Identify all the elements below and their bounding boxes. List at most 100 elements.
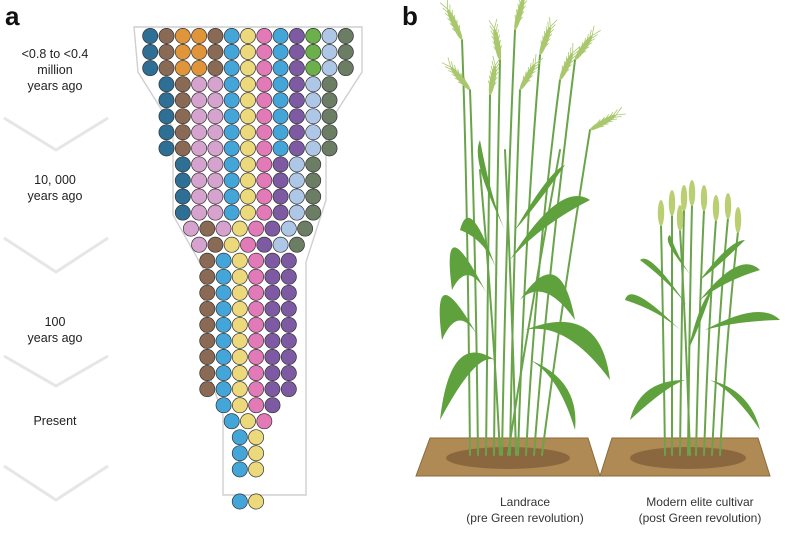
ear-body bbox=[450, 66, 471, 91]
awn bbox=[495, 29, 500, 40]
allele-circle bbox=[264, 397, 281, 414]
allele-circle bbox=[288, 108, 305, 125]
stem bbox=[461, 39, 471, 456]
allele-circle bbox=[174, 60, 191, 77]
ear-body bbox=[574, 35, 593, 61]
allele-circle bbox=[280, 381, 297, 398]
awn bbox=[447, 0, 449, 10]
allele-circle bbox=[305, 92, 322, 109]
allele-circle bbox=[223, 236, 240, 253]
allele-circle bbox=[248, 284, 265, 301]
awn bbox=[451, 9, 453, 20]
awn bbox=[493, 46, 500, 55]
wheat-ear bbox=[688, 180, 696, 206]
allele-circle bbox=[305, 60, 322, 77]
allele-circle bbox=[231, 429, 248, 446]
allele-circle bbox=[191, 60, 208, 77]
allele-circle bbox=[305, 124, 322, 141]
allele-circle bbox=[248, 252, 265, 269]
allele-circle bbox=[272, 156, 289, 173]
allele-circle bbox=[207, 156, 224, 173]
awn bbox=[565, 56, 567, 67]
awn bbox=[516, 9, 519, 20]
awn bbox=[460, 72, 464, 83]
allele-circle bbox=[337, 44, 354, 60]
wheat-ear bbox=[559, 42, 581, 81]
stem bbox=[525, 79, 561, 456]
allele-circle bbox=[280, 284, 297, 301]
awn bbox=[524, 71, 527, 82]
stem bbox=[469, 89, 479, 456]
allele-circle bbox=[215, 349, 232, 365]
allele-circle bbox=[288, 188, 305, 205]
allele-circle bbox=[337, 28, 354, 44]
stem bbox=[485, 94, 491, 456]
soil-shadow bbox=[630, 447, 746, 469]
awn bbox=[488, 20, 495, 29]
allele-circle bbox=[272, 188, 289, 205]
caption-line: (post Green revolution) bbox=[638, 511, 762, 525]
awn bbox=[598, 123, 609, 126]
awn bbox=[441, 62, 451, 68]
allele-circle bbox=[231, 445, 248, 462]
stem bbox=[679, 229, 691, 456]
awn bbox=[490, 65, 494, 76]
awn bbox=[444, 12, 453, 20]
allele-circle bbox=[191, 124, 208, 141]
stem bbox=[695, 209, 705, 456]
allele-circle bbox=[280, 316, 297, 333]
allele-circle bbox=[272, 44, 289, 60]
allele-circle bbox=[231, 365, 248, 382]
allele-circle bbox=[264, 349, 281, 365]
awn bbox=[488, 75, 493, 86]
awn bbox=[518, 0, 522, 9]
awn bbox=[488, 80, 492, 91]
allele-circle bbox=[256, 60, 273, 77]
landrace-caption: Landrace (pre Green revolution) bbox=[440, 494, 610, 526]
wheat-ear bbox=[676, 205, 684, 231]
allele-circle bbox=[231, 397, 248, 414]
allele-circle bbox=[305, 76, 322, 93]
leaf bbox=[710, 380, 760, 430]
awn bbox=[568, 55, 577, 63]
allele-circle bbox=[231, 493, 248, 510]
allele-circle bbox=[240, 140, 256, 157]
allele-circle bbox=[248, 381, 265, 398]
leaf bbox=[705, 312, 780, 330]
wheat-ear bbox=[734, 207, 742, 233]
allele-circle bbox=[158, 108, 175, 125]
allele-circle bbox=[248, 461, 265, 478]
allele-circle bbox=[223, 108, 240, 125]
awn bbox=[563, 61, 565, 71]
awn bbox=[451, 73, 461, 79]
awn bbox=[532, 62, 541, 69]
leaf bbox=[667, 235, 695, 280]
allele-circle bbox=[280, 252, 297, 269]
allele-circle bbox=[142, 44, 159, 60]
wheat-ear bbox=[519, 54, 544, 91]
awn bbox=[457, 68, 461, 79]
allele-circle bbox=[288, 44, 305, 60]
awn bbox=[611, 109, 618, 118]
leaf bbox=[449, 247, 490, 300]
wheat-ear bbox=[439, 0, 463, 41]
allele-circle bbox=[231, 381, 248, 398]
allele-circle bbox=[240, 76, 256, 93]
awn bbox=[517, 11, 525, 20]
awn bbox=[448, 69, 458, 76]
awn bbox=[607, 118, 618, 121]
allele-circle bbox=[215, 316, 232, 333]
allele-circle bbox=[321, 28, 338, 44]
awn bbox=[615, 113, 626, 116]
allele-circle bbox=[272, 236, 289, 253]
allele-circle bbox=[174, 76, 191, 93]
awn bbox=[541, 42, 549, 51]
awn bbox=[592, 30, 601, 36]
allele-circle bbox=[272, 140, 289, 157]
awn bbox=[583, 37, 586, 48]
allele-circle bbox=[223, 188, 240, 205]
allele-circle bbox=[288, 204, 305, 221]
awn bbox=[615, 106, 623, 116]
awn bbox=[572, 42, 574, 53]
